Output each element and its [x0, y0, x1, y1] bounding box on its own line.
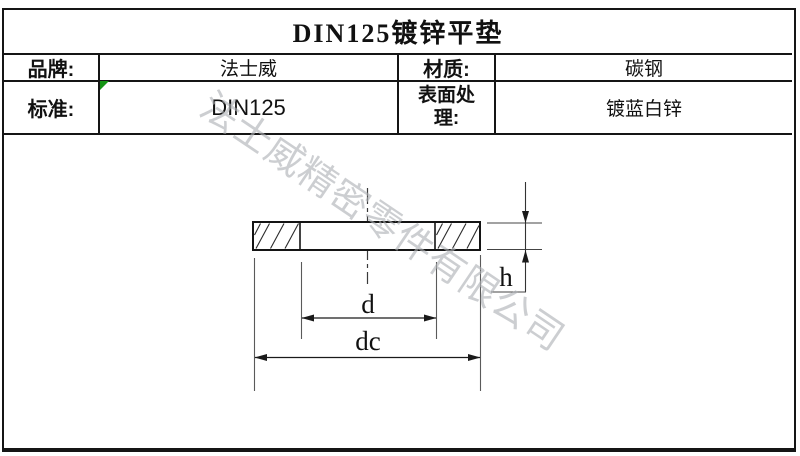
hatch-left: [254, 223, 299, 249]
standard-value: DIN125: [100, 82, 399, 135]
hatch-right: [436, 223, 480, 249]
surface-treatment-label: 表面处理:: [399, 82, 496, 135]
cell-corner-note-marker: [100, 81, 109, 90]
arrowhead-d-right: [424, 314, 437, 322]
standard-label: 标准:: [4, 82, 100, 135]
dimension-label-dc: dc: [355, 326, 381, 356]
outer-frame: [2, 8, 796, 452]
spec-table: DIN125镀锌平垫 品牌: 法士威 材质: 碳钢 标准: DIN125 表面处…: [4, 10, 792, 135]
arrowhead-h-top: [522, 211, 529, 223]
material-label: 材质:: [399, 55, 496, 82]
brand-value: 法士威: [100, 55, 399, 82]
arrowhead-dc-right: [468, 354, 481, 361]
dimension-label-h: h: [499, 262, 513, 292]
dimension-label-d: d: [361, 289, 375, 319]
arrowhead-dc-left: [254, 354, 267, 361]
brand-label: 品牌:: [4, 55, 100, 82]
page-title: DIN125镀锌平垫: [4, 10, 792, 55]
washer-outline: [252, 221, 481, 251]
arrowhead-d-left: [301, 314, 314, 322]
arrowhead-h-bottom: [522, 250, 529, 263]
surface-treatment-value: 镀蓝白锌: [496, 82, 792, 135]
material-value: 碳钢: [496, 55, 792, 82]
washer-technical-drawing: d dc h: [252, 182, 542, 391]
